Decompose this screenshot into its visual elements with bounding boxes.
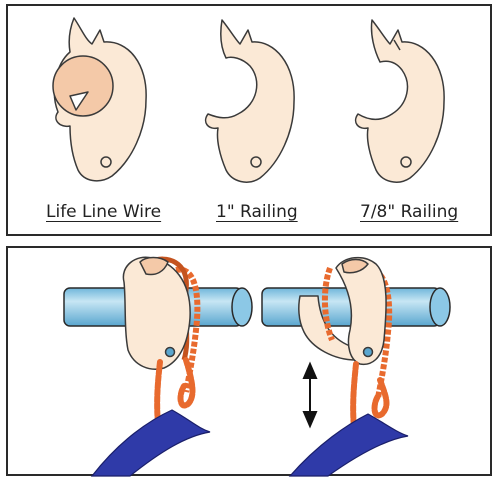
double-arrow-icon [302,361,318,429]
caption-seven-eighths-railing: 7/8" Railing [360,202,459,222]
clip-life-line-wire [52,17,147,182]
sail-left [90,409,211,477]
clip-one-inch-railing [204,19,295,183]
clip-seven-eighths-railing [354,19,445,183]
caption-one-inch-railing: 1" Railing [216,202,298,222]
clip-on-rail [122,256,201,393]
caption-life-line-wire: Life Line Wire [46,202,162,222]
clip-sliding-on-rail [298,256,393,399]
bottom-panel [6,246,492,476]
sail-right [288,413,409,477]
